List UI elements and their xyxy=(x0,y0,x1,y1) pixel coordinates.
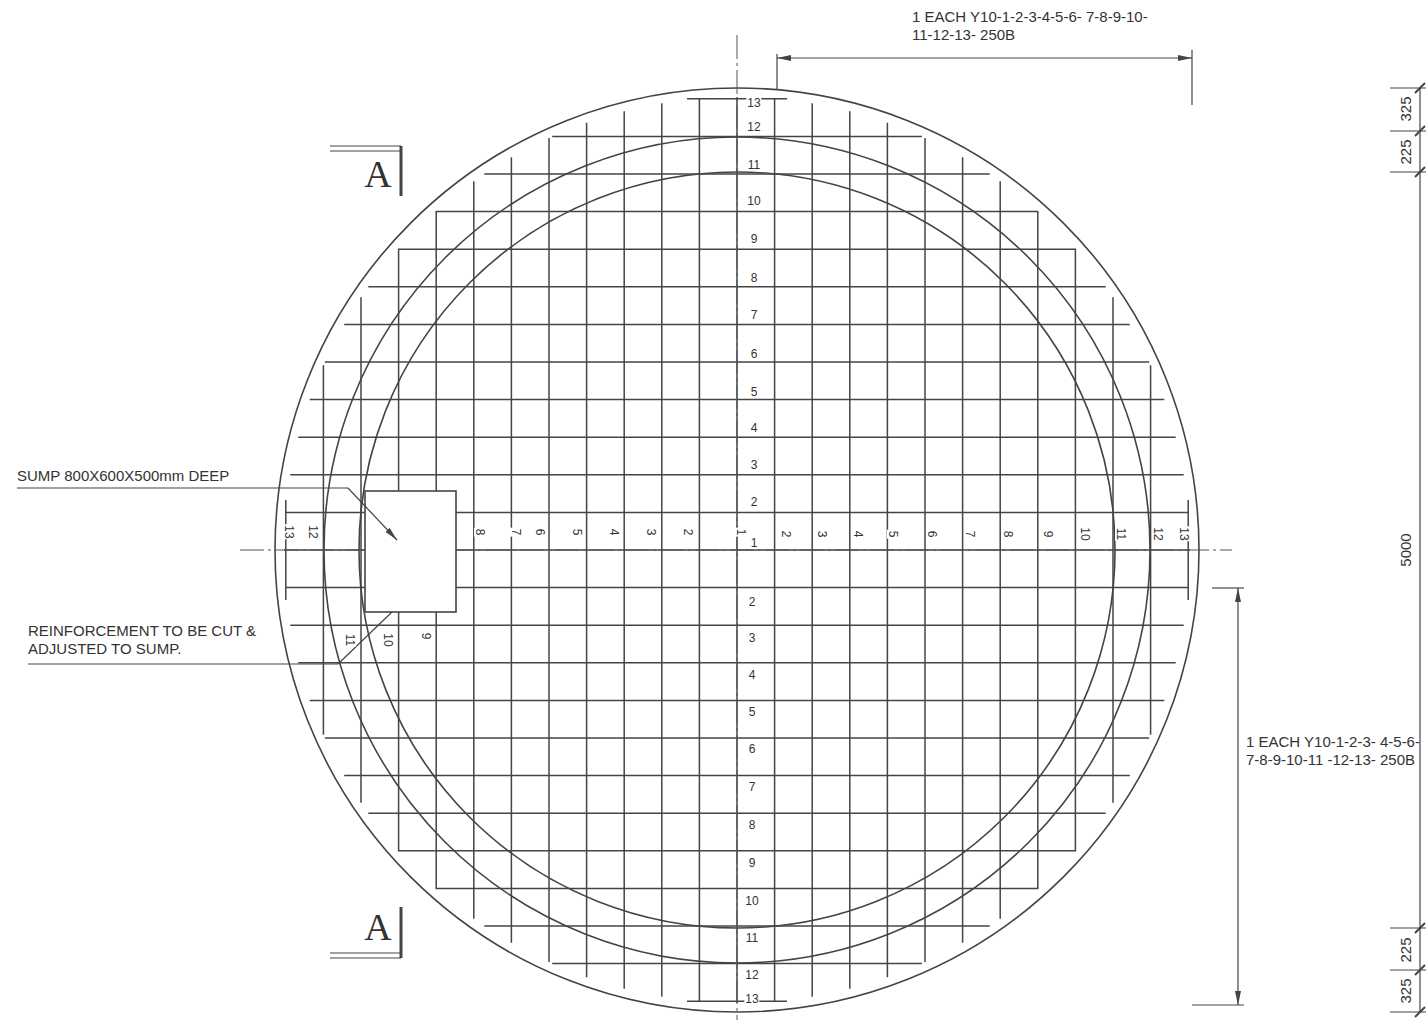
extension-line xyxy=(776,54,777,90)
bar-mark: 5 xyxy=(748,706,757,718)
section-line xyxy=(400,146,403,196)
bar-mark: 4 xyxy=(608,528,620,537)
bar-mark: 4 xyxy=(852,530,864,539)
bar-mark: 8 xyxy=(750,272,759,284)
bar-mark: 9 xyxy=(1042,530,1054,539)
bar-mark: 13 xyxy=(744,993,759,1005)
section-marker: A xyxy=(364,152,391,198)
dimension-tick xyxy=(1415,167,1425,177)
sump-note: SUMP 800X600X500mm DEEP xyxy=(17,467,229,485)
rebar-bar xyxy=(1112,297,1114,802)
section-line xyxy=(330,957,401,958)
bar-mark: 7 xyxy=(748,781,757,793)
bar-mark: 13 xyxy=(746,97,761,109)
bar-mark: 3 xyxy=(748,632,757,644)
bar-mark: 6 xyxy=(748,743,757,755)
bar-mark: 10 xyxy=(382,632,394,647)
dimension-tick xyxy=(1415,126,1425,136)
section-line xyxy=(330,952,401,953)
bar-mark: 12 xyxy=(746,121,761,133)
sump-outline xyxy=(365,491,456,612)
bar-mark: 8 xyxy=(748,819,757,831)
bar-mark: 7 xyxy=(964,530,976,539)
dimension-tick xyxy=(1415,965,1425,975)
rebar-bar xyxy=(298,662,1175,664)
extension-line xyxy=(1212,587,1244,588)
bar-mark: 6 xyxy=(534,528,546,537)
bar-mark: 9 xyxy=(748,857,757,869)
bar-mark: 10 xyxy=(744,895,759,907)
dimension-line xyxy=(1237,588,1238,1005)
bar-mark: 2 xyxy=(682,528,694,537)
bar-mark: 3 xyxy=(645,528,657,537)
bar-mark: 11 xyxy=(747,159,761,171)
bar-mark: 10 xyxy=(746,195,761,207)
bar-mark: 12 xyxy=(744,969,759,981)
bar-mark: 11 xyxy=(344,633,356,647)
bar-mark: 5 xyxy=(571,528,583,537)
leader-line xyxy=(348,488,397,540)
bar-mark: 2 xyxy=(750,496,759,508)
section-line xyxy=(400,907,403,958)
dimension-value: 5000 xyxy=(1397,531,1415,568)
sump-note: REINFORCEMENT TO BE CUT & ADJUSTED TO SU… xyxy=(28,622,278,658)
dimension-note: 1 EACH Y10-1-2-3- 4-5-6-7-8-9-10-11 -12-… xyxy=(1246,733,1422,769)
dimension-tick xyxy=(1415,83,1425,93)
dimension-tick xyxy=(1415,1007,1425,1017)
dimension-tick xyxy=(1415,923,1425,933)
bar-mark: 9 xyxy=(750,233,759,245)
bar-mark: 7 xyxy=(510,528,522,537)
bar-mark: 8 xyxy=(1002,530,1014,539)
bar-mark: 5 xyxy=(750,386,759,398)
bar-mark: 13 xyxy=(1178,526,1190,541)
bar-mark: 2 xyxy=(748,596,757,608)
section-marker: A xyxy=(364,905,391,951)
bar-mark: 9 xyxy=(420,632,432,641)
extension-line xyxy=(1191,50,1192,105)
extension-line xyxy=(1192,1004,1244,1005)
bar-mark: 12 xyxy=(307,524,319,539)
bar-mark: 12 xyxy=(1152,526,1164,541)
leader-line xyxy=(28,663,338,664)
dimension-note: 1 EACH Y10-1-2-3-4-5-6- 7-8-9-10-11-12-1… xyxy=(912,8,1157,44)
dimension-line xyxy=(1419,88,1420,1012)
bar-mark: 10 xyxy=(1079,526,1091,541)
bar-mark: 8 xyxy=(474,528,486,537)
dimension-value: 225 xyxy=(1397,137,1415,166)
bar-mark: 1 xyxy=(750,537,759,549)
dimension-value: 325 xyxy=(1397,94,1415,123)
bar-mark: 6 xyxy=(750,348,759,360)
dimension-value: 225 xyxy=(1397,935,1415,964)
dimension-value: 325 xyxy=(1397,976,1415,1005)
bar-mark: 3 xyxy=(750,459,759,471)
bar-mark: 5 xyxy=(887,530,899,539)
bar-mark: 2 xyxy=(780,530,792,539)
bar-mark: 13 xyxy=(283,524,295,539)
bar-mark: 6 xyxy=(926,530,938,539)
dimension-line xyxy=(777,57,1192,58)
section-line xyxy=(330,145,401,146)
bar-mark: 4 xyxy=(748,669,757,681)
bar-mark: 7 xyxy=(750,309,759,321)
section-line xyxy=(330,150,401,151)
bar-mark: 3 xyxy=(816,530,828,539)
rebar-bar xyxy=(999,181,1001,918)
bar-mark: 11 xyxy=(1115,527,1127,541)
bar-mark: 1 xyxy=(735,528,747,537)
bar-mark: 4 xyxy=(750,422,759,434)
bar-mark: 11 xyxy=(745,932,759,944)
leader-line xyxy=(17,487,348,488)
